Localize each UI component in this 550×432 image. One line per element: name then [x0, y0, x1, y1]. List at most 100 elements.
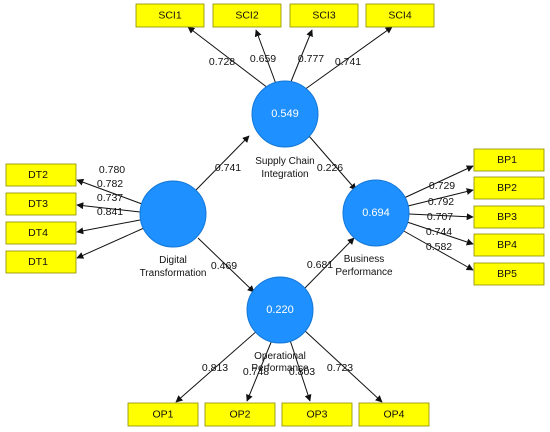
arrow-sci-sci1	[187, 26, 269, 89]
arrow-bp-bp5	[401, 229, 474, 271]
construct-op-label-2: Performance	[251, 363, 309, 374]
indicator-label: OP3	[306, 409, 327, 421]
weights: 0.728 0.659 0.777 0.741 0.780 0.782 0.73…	[97, 53, 455, 378]
loading-bp5: 0.582	[426, 241, 452, 253]
construct-bp-r2: 0.694	[362, 207, 390, 219]
indicator-box	[365, 3, 435, 28]
construct-op: 0.220 Operational Performance	[246, 276, 314, 374]
indicator-label: BP4	[497, 239, 517, 251]
construct-sci: 0.549 Supply Chain Integration	[251, 80, 319, 180]
indicator-box	[5, 163, 77, 187]
indicators-dt: DT2 DT3 DT4 DT1	[5, 163, 77, 274]
indicator-box	[5, 192, 77, 216]
loading-sci4: 0.741	[335, 56, 361, 68]
arrow-bp-bp4	[406, 221, 474, 246]
construct-op-r2: 0.220	[266, 304, 294, 316]
path-dt-sci-weight: 0.741	[215, 162, 241, 174]
indicators-op: OP1 OP2 OP3 OP4	[127, 402, 430, 427]
indicator-box	[473, 148, 545, 172]
loading-sci1: 0.728	[209, 56, 235, 68]
arrow-sci-bp	[308, 135, 357, 191]
construct-dt: Digital Transformation	[139, 180, 207, 279]
loading-sci2: 0.659	[250, 53, 276, 65]
arrow-dt-op	[197, 237, 255, 293]
indicator-box	[473, 233, 545, 257]
arrow-bp-bp2	[407, 188, 474, 207]
indicators-bp: BP1 BP2 BP3 BP4 BP5	[473, 148, 545, 286]
path-sci-bp-weight: 0.226	[317, 162, 343, 174]
arrow-dt-sci	[195, 135, 250, 191]
arrow-dt-dt1	[76, 227, 145, 259]
edges	[76, 26, 474, 403]
arrow-dt-dt2	[76, 178, 143, 205]
indicator-box	[473, 176, 545, 200]
indicator-label: OP4	[383, 409, 404, 421]
indicator-label: DT1	[28, 256, 48, 268]
loading-sci3: 0.777	[298, 53, 324, 65]
indicator-box	[473, 205, 545, 229]
loading-bp1: 0.729	[429, 180, 455, 192]
construct-op-label-1: Operational	[254, 351, 306, 362]
construct-bp-label-2: Performance	[335, 267, 393, 278]
construct-sci-label-2: Integration	[261, 169, 308, 180]
arrow-dt-dt3	[76, 202, 141, 213]
construct-bp-label-1: Business	[344, 254, 385, 265]
indicator-label: SCI4	[388, 10, 412, 22]
arrow-sci-sci2	[254, 29, 277, 85]
loading-bp4: 0.744	[426, 226, 452, 238]
indicator-label: BP2	[497, 182, 517, 194]
path-dt-op-weight: 0.469	[211, 260, 237, 272]
construct-dt-label-1: Digital	[159, 255, 187, 266]
arrow-bp-bp3	[408, 213, 474, 221]
arrow-op-op1	[175, 329, 259, 403]
indicator-label: SCI1	[158, 10, 182, 22]
arrow-bp-bp1	[403, 165, 474, 199]
arrow-op-op3	[289, 339, 312, 402]
indicator-label: DT4	[28, 227, 48, 239]
indicator-label: SCI3	[312, 10, 336, 22]
arrow-op-op4	[303, 329, 383, 403]
loading-op2: 0.748	[243, 366, 269, 378]
indicator-box	[5, 221, 77, 245]
indicator-box	[5, 250, 77, 274]
loading-dt1: 0.841	[97, 206, 123, 218]
construct-bp-circle	[342, 179, 410, 247]
loading-op1: 0.813	[202, 362, 228, 374]
indicator-box	[204, 402, 276, 427]
indicator-label: BP5	[497, 268, 517, 280]
loading-op4: 0.723	[327, 362, 353, 374]
indicator-box	[135, 3, 205, 28]
loading-dt2: 0.780	[99, 164, 125, 176]
indicator-label: OP2	[229, 409, 250, 421]
indicator-box	[127, 402, 199, 427]
indicator-box	[289, 3, 359, 28]
arrow-dt-dt4	[76, 219, 141, 235]
indicator-label: OP1	[152, 409, 173, 421]
loading-dt4: 0.737	[97, 192, 123, 204]
arrow-op-bp	[302, 237, 355, 291]
indicator-label: DT3	[28, 198, 48, 210]
construct-sci-label-1: Supply Chain	[255, 156, 314, 167]
arrow-sci-sci3	[289, 29, 313, 85]
loading-dt3: 0.782	[97, 178, 123, 190]
indicator-box	[358, 402, 430, 427]
arrow-sci-sci4	[303, 26, 393, 91]
arrow-op-op2	[246, 339, 273, 402]
indicator-box	[473, 262, 545, 286]
construct-bp: 0.694 Business Performance	[335, 179, 410, 278]
indicator-label: DT2	[28, 169, 48, 181]
construct-sci-r2: 0.549	[271, 108, 299, 120]
path-op-bp-weight: 0.681	[307, 259, 333, 271]
construct-op-circle	[246, 276, 314, 344]
indicator-box	[281, 402, 353, 427]
indicator-box	[212, 3, 282, 28]
indicator-label: BP1	[497, 154, 517, 166]
loading-op3: 0.803	[289, 366, 315, 378]
loading-bp2: 0.792	[428, 196, 454, 208]
construct-dt-circle	[139, 180, 207, 248]
indicator-label: SCI2	[235, 10, 259, 22]
loading-bp3: 0.707	[427, 211, 453, 223]
construct-sci-circle	[251, 80, 319, 148]
indicators-sci: SCI1 SCI2 SCI3 SCI4	[135, 3, 435, 28]
